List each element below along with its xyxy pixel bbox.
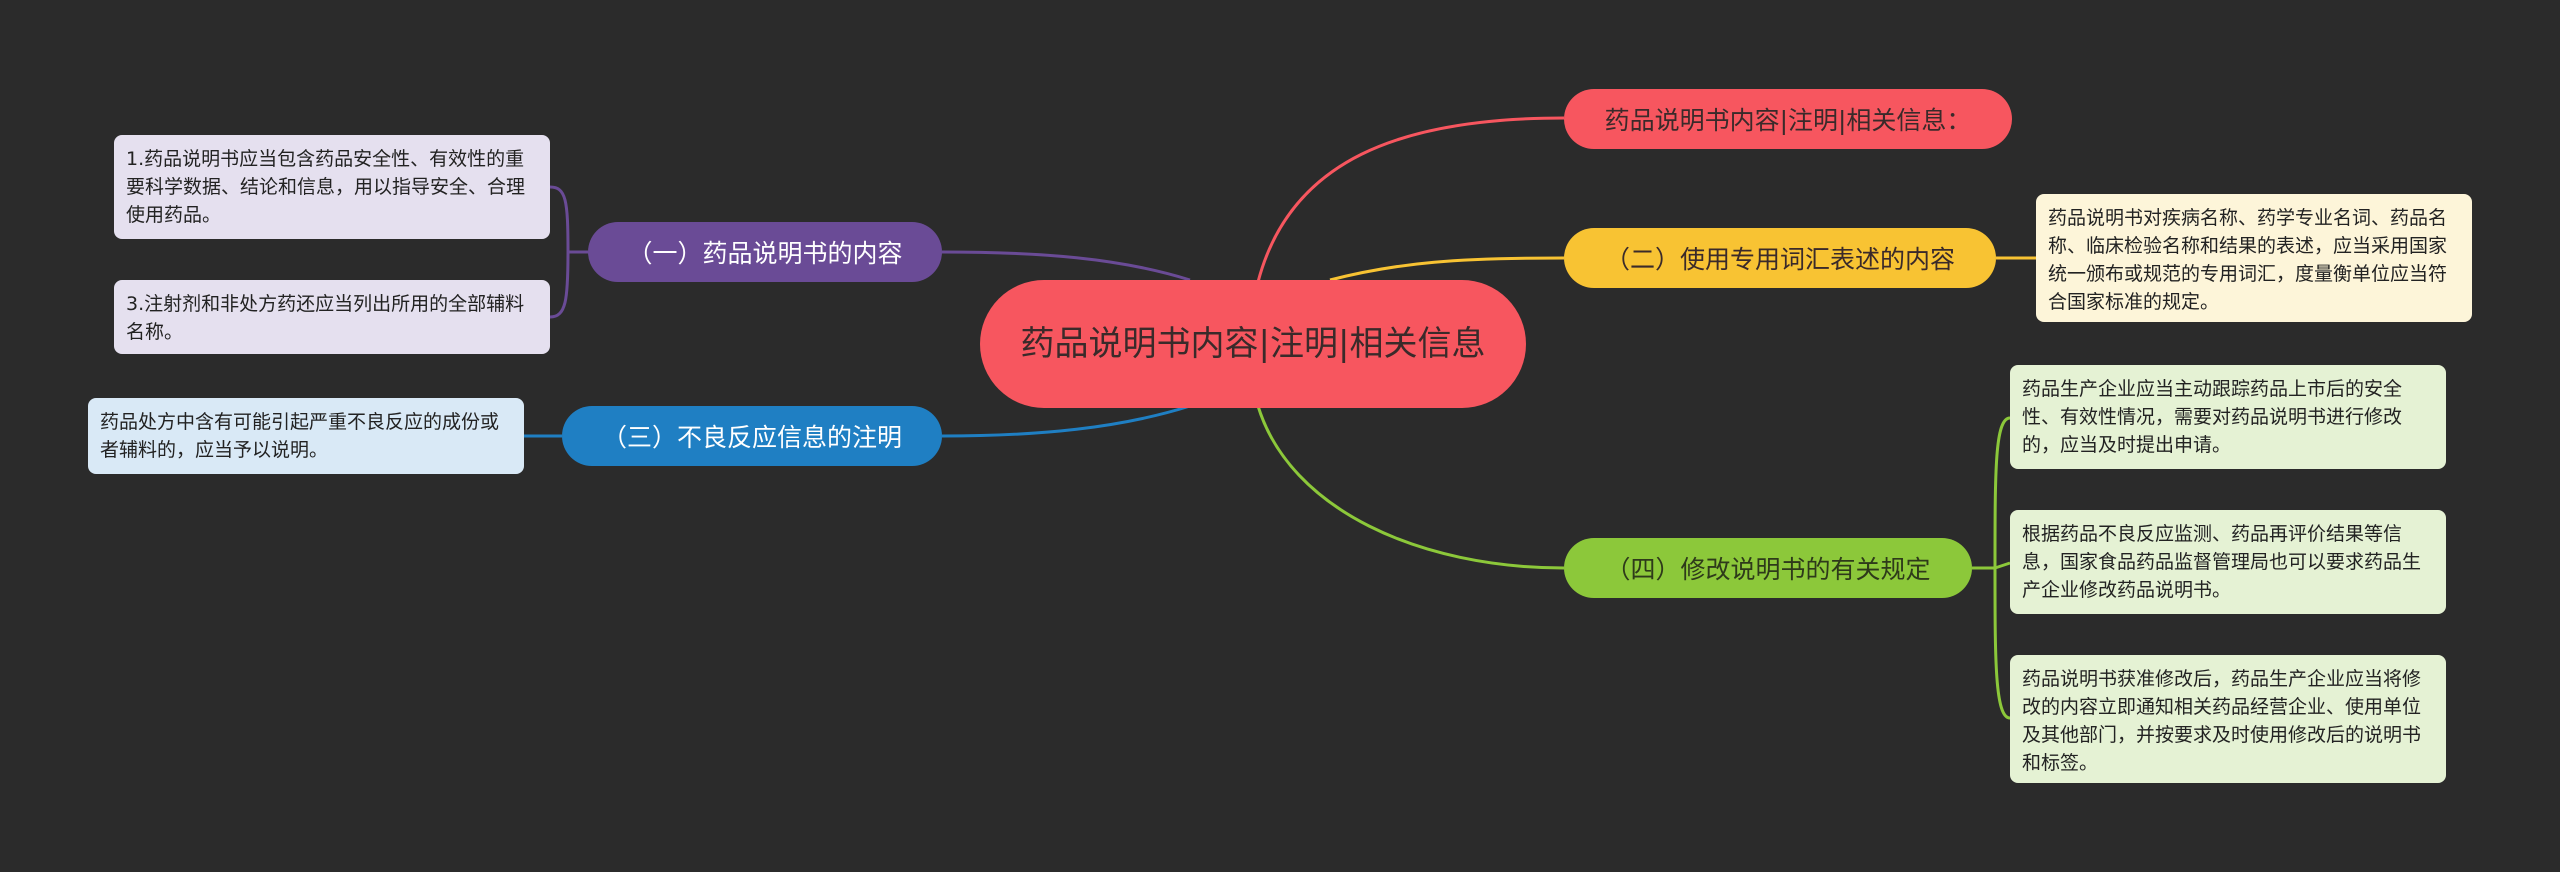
branch-adverse-reaction-label: （三）不良反应信息的注明 xyxy=(601,423,902,452)
link-content-leaves xyxy=(549,185,588,319)
branch-revise-rules-label: （四）修改说明书的有关规定 xyxy=(1605,555,1931,584)
link-root-info xyxy=(1256,116,1565,283)
branch-related-info-label: 药品说明书内容|注明|相关信息： xyxy=(1604,106,1972,135)
leaf-revise-1[interactable]: 药品生产企业应当主动跟踪药品上市后的安全性、有效性情况，需要对药品说明书进行修改… xyxy=(2010,365,2446,469)
leaf-revise-2[interactable]: 根据药品不良反应监测、药品再评价结果等信息，国家食品药品监督管理局也可以要求药品… xyxy=(2010,510,2446,614)
branch-revise-rules[interactable]: （四）修改说明书的有关规定 xyxy=(1564,538,1972,598)
leaf-content-2[interactable]: 3.注射剂和非处方药还应当列出所用的全部辅料名称。 xyxy=(114,280,550,354)
branch-related-info[interactable]: 药品说明书内容|注明|相关信息： xyxy=(1564,89,2012,149)
link-root-adverse xyxy=(941,404,1191,438)
leaf-special-terms-text: 药品说明书对疾病名称、药学专业名词、药品名称、临床检验名称和结果的表述，应当采用… xyxy=(2048,207,2448,313)
link-root-content xyxy=(941,250,1191,282)
leaf-adverse-reaction[interactable]: 药品处方中含有可能引起严重不良反应的成份或者辅料的，应当予以说明。 xyxy=(88,398,524,474)
leaf-revise-1-text: 药品生产企业应当主动跟踪药品上市后的安全性、有效性情况，需要对药品说明书进行修改… xyxy=(2022,378,2403,456)
branch-special-terms[interactable]: （二）使用专用词汇表述的内容 xyxy=(1564,228,1996,288)
link-root-revise xyxy=(1256,405,1565,570)
leaf-content-1[interactable]: 1.药品说明书应当包含药品安全性、有效性的重要科学数据、结论和信息，用以指导安全… xyxy=(114,135,550,239)
root-node[interactable]: 药品说明书内容|注明|相关信息 xyxy=(980,280,1526,408)
leaf-content-1-text: 1.药品说明书应当包含药品安全性、有效性的重要科学数据、结论和信息，用以指导安全… xyxy=(126,148,526,226)
leaf-special-terms[interactable]: 药品说明书对疾病名称、药学专业名词、药品名称、临床检验名称和结果的表述，应当采用… xyxy=(2036,194,2472,322)
leaf-revise-2-text: 根据药品不良反应监测、药品再评价结果等信息，国家食品药品监督管理局也可以要求药品… xyxy=(2022,523,2422,601)
link-root-terms xyxy=(1329,256,1565,282)
branch-special-terms-label: （二）使用专用词汇表述的内容 xyxy=(1604,245,1955,274)
branch-insert-content-label: （一）药品说明书的内容 xyxy=(627,239,903,268)
link-revise-leaves xyxy=(1972,416,2011,720)
leaf-adverse-reaction-text: 药品处方中含有可能引起严重不良反应的成份或者辅料的，应当予以说明。 xyxy=(100,411,500,461)
leaf-revise-3-text: 药品说明书获准修改后，药品生产企业应当将修改的内容立即通知相关药品经营企业、使用… xyxy=(2022,668,2422,774)
branch-adverse-reaction[interactable]: （三）不良反应信息的注明 xyxy=(562,406,942,466)
leaf-revise-3[interactable]: 药品说明书获准修改后，药品生产企业应当将修改的内容立即通知相关药品经营企业、使用… xyxy=(2010,655,2446,783)
branch-insert-content[interactable]: （一）药品说明书的内容 xyxy=(588,222,942,282)
root-title: 药品说明书内容|注明|相关信息 xyxy=(1020,324,1486,364)
leaf-content-2-text: 3.注射剂和非处方药还应当列出所用的全部辅料名称。 xyxy=(126,293,525,343)
